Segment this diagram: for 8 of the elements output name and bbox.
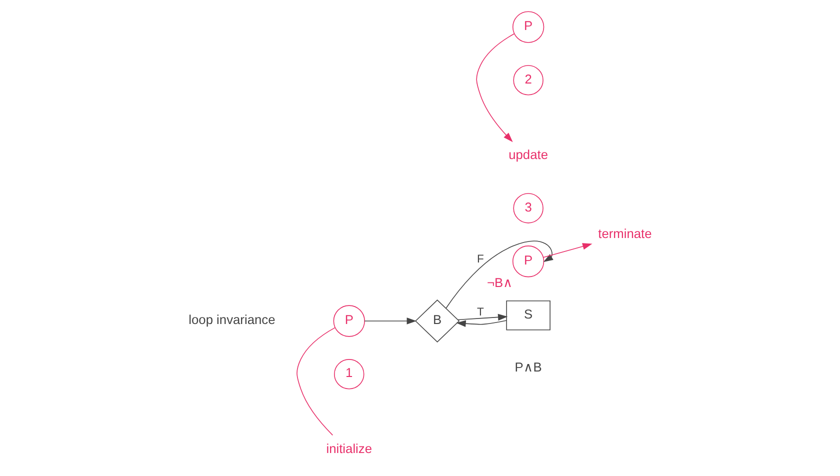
node-label: ¬B∧ (487, 275, 514, 290)
label: P∧B (514, 360, 542, 375)
node-text: update (508, 146, 548, 162)
edge-label: F (476, 253, 484, 266)
edge-label: T (476, 306, 484, 319)
node-text: terminate (598, 226, 652, 241)
node-text: initialize (326, 440, 372, 456)
label: loop invariance (188, 312, 276, 328)
